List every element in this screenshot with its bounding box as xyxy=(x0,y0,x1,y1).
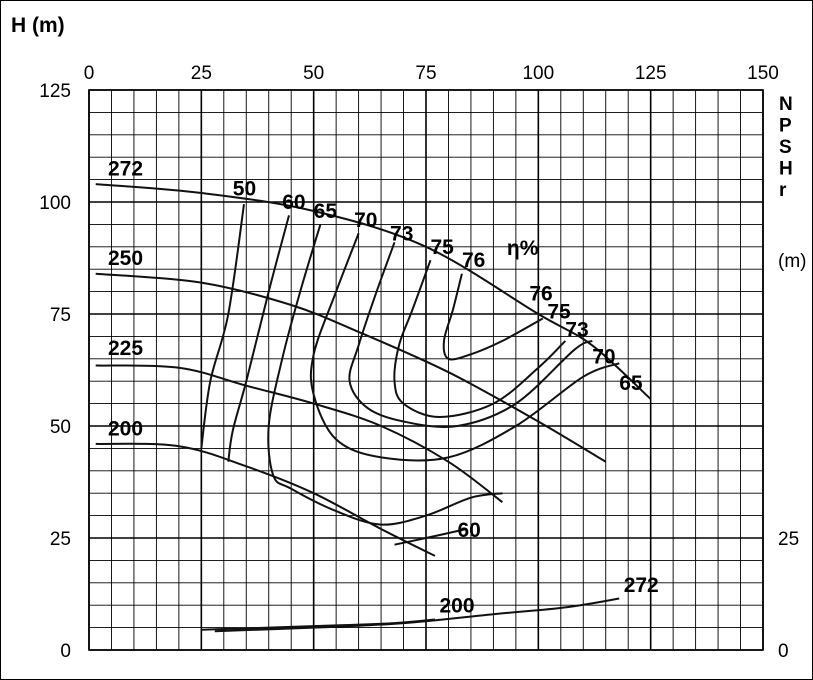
head-curve-label: 200 xyxy=(108,417,143,440)
efficiency-right-label: 73 xyxy=(565,318,588,341)
npsh-curve-label: 200 xyxy=(439,594,474,617)
efficiency-top-label: 75 xyxy=(430,236,454,259)
efficiency-curve-73 xyxy=(348,241,593,428)
y-tick-label: 125 xyxy=(39,81,71,102)
efficiency-top-label: 70 xyxy=(354,209,377,232)
efficiency-label-leader xyxy=(394,528,467,546)
y2-axis-title-letter: S xyxy=(779,137,792,158)
y-tick-label: 50 xyxy=(50,417,71,438)
efficiency-right-label: 75 xyxy=(547,300,571,323)
efficiency-bottom-label: 60 xyxy=(457,519,480,542)
efficiency-right-label: 65 xyxy=(619,372,643,395)
efficiency-right-label: 76 xyxy=(529,283,552,306)
efficiency-top-label: 60 xyxy=(282,191,305,214)
y2-axis-title-letter: N xyxy=(779,94,793,115)
y-tick-label: 75 xyxy=(50,305,71,326)
efficiency-top-label: 65 xyxy=(314,200,338,223)
y-tick-label: 25 xyxy=(50,529,71,550)
efficiency-curve-70 xyxy=(309,233,620,462)
y2-axis-title-letter: r xyxy=(779,180,787,201)
x-tick-label: 25 xyxy=(191,63,212,84)
y-tick-label: 0 xyxy=(60,641,71,662)
head-curve-225 xyxy=(95,364,504,503)
y2-axis-title-letter: P xyxy=(779,116,792,137)
head-curve-label: 272 xyxy=(108,158,143,181)
efficiency-curve-75 xyxy=(393,259,567,419)
x-tick-label: 0 xyxy=(84,63,95,84)
efficiency-curve-76 xyxy=(442,273,544,361)
efficiency-top-label: 76 xyxy=(462,249,485,272)
npsh-curve-label: 272 xyxy=(624,574,659,597)
efficiency-top-label: 73 xyxy=(390,222,413,245)
head-curve-label: 225 xyxy=(108,337,143,360)
head-curve-200 xyxy=(95,442,436,557)
efficiency-curve-50 xyxy=(200,204,245,449)
y-tick-label: 100 xyxy=(39,193,71,214)
efficiency-curve-60 xyxy=(267,224,503,526)
y-axis-title: H (m) xyxy=(11,14,65,37)
x-tick-label: 125 xyxy=(635,63,667,84)
y2-axis-unit: (m) xyxy=(778,251,806,272)
y2-tick-label: 0 xyxy=(778,641,789,662)
x-tick-label: 75 xyxy=(415,63,436,84)
y2-tick-label: 25 xyxy=(778,529,799,550)
efficiency-right-label: 70 xyxy=(592,345,615,368)
head-curve-272 xyxy=(95,183,652,400)
npsh-curve-272 xyxy=(214,597,620,633)
head-curve-250 xyxy=(95,272,607,463)
x-tick-label: 150 xyxy=(747,63,779,84)
plot-area-border xyxy=(88,89,764,651)
head-curve-label: 250 xyxy=(108,247,143,270)
efficiency-top-label: 50 xyxy=(233,178,256,201)
x-tick-label: 50 xyxy=(303,63,324,84)
efficiency-symbol-label: η% xyxy=(507,237,539,260)
y2-axis-title-letter: H xyxy=(779,159,793,180)
x-tick-label: 100 xyxy=(522,63,554,84)
efficiency-curve-60 xyxy=(227,215,290,462)
